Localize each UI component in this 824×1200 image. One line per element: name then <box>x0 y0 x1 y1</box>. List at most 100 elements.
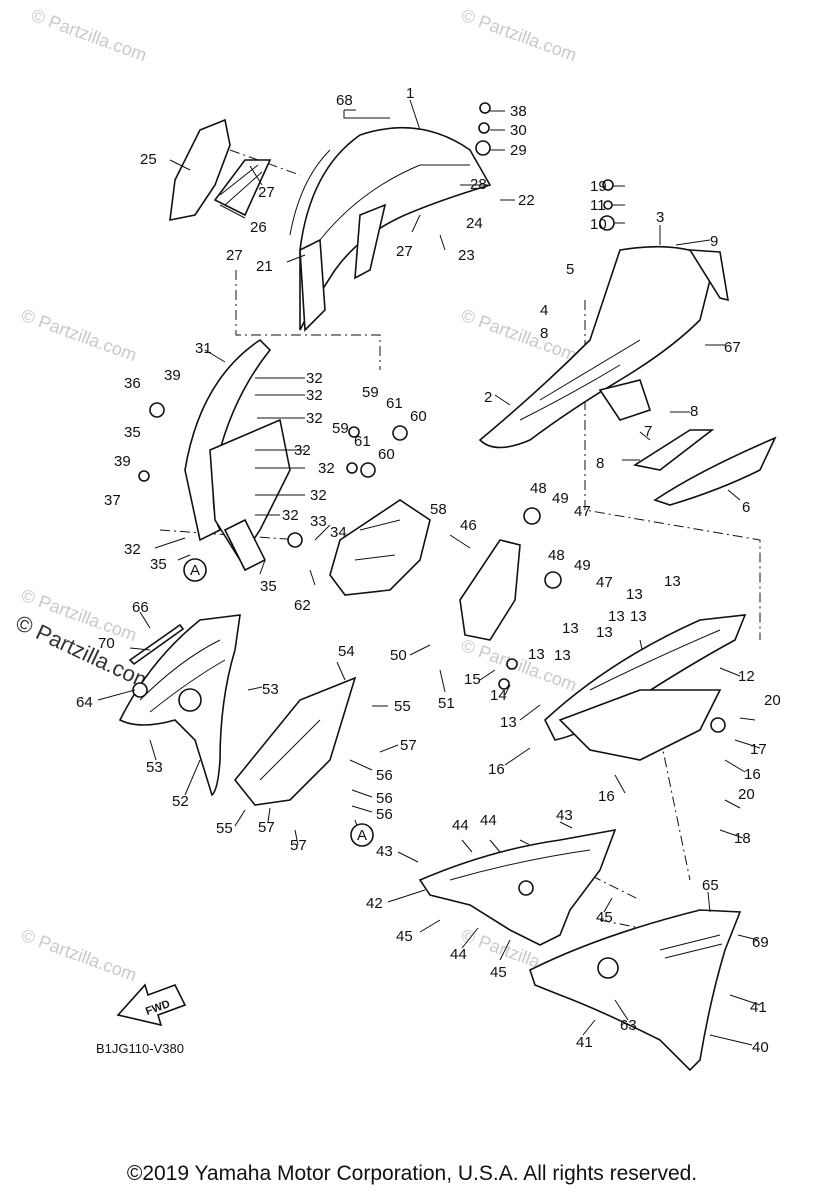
callout-47a: 47 <box>574 503 591 520</box>
callout-68: 68 <box>336 92 353 109</box>
callout-16b: 16 <box>598 788 615 805</box>
callout-47b: 47 <box>596 574 613 591</box>
callout-35c: 35 <box>260 578 277 595</box>
callout-15: 15 <box>464 671 481 688</box>
callout-29: 29 <box>510 142 527 159</box>
emblem-64 <box>132 682 148 698</box>
stay-frame <box>209 418 291 562</box>
callout-35a: 35 <box>124 424 141 441</box>
callout-41b: 41 <box>576 1034 593 1051</box>
callout-26: 26 <box>250 219 267 236</box>
callout-13b: 13 <box>500 714 517 731</box>
callout-37: 37 <box>104 492 121 509</box>
callout-40: 40 <box>752 1039 769 1056</box>
callout-20b: 20 <box>738 786 755 803</box>
cover-12-lower <box>558 689 722 761</box>
callout-45a: 45 <box>596 909 613 926</box>
callout-13a: 13 <box>528 646 545 663</box>
callout-39a: 39 <box>164 367 181 384</box>
watermark: © Partzilla.com <box>459 5 580 65</box>
callout-27a: 27 <box>258 184 275 201</box>
callout-66: 66 <box>132 599 149 616</box>
callout-44b: 44 <box>480 812 497 829</box>
panel-7 <box>632 429 715 471</box>
callout-30: 30 <box>510 122 527 139</box>
callout-8c: 8 <box>596 455 604 472</box>
callout-44c: 44 <box>450 946 467 963</box>
inner-panel-upper <box>169 118 272 222</box>
callout-25: 25 <box>140 151 157 168</box>
callout-56b: 56 <box>376 790 393 807</box>
side-panel-6 <box>632 429 777 506</box>
callout-32f: 32 <box>310 487 327 504</box>
callout-49b: 49 <box>574 557 591 574</box>
hardware <box>138 102 726 896</box>
callout-18: 18 <box>734 830 751 847</box>
callout-labels: 1 68 38 30 29 28 22 24 23 27 26 25 27 27… <box>76 85 781 1056</box>
inner-panel-25 <box>169 118 231 222</box>
callout-16a: 16 <box>488 761 505 778</box>
callout-52: 52 <box>172 793 189 810</box>
callout-34: 34 <box>330 524 347 541</box>
callout-32g: 32 <box>282 507 299 524</box>
plate-assembly <box>329 499 431 596</box>
callout-53a: 53 <box>262 681 279 698</box>
callout-60a: 60 <box>410 408 427 425</box>
callout-61b: 61 <box>354 433 371 450</box>
callout-8a: 8 <box>540 325 548 342</box>
panel-54 <box>233 676 357 806</box>
callout-43b: 43 <box>376 843 393 860</box>
callout-48b: 48 <box>548 547 565 564</box>
callout-55a: 55 <box>394 698 411 715</box>
callout-13d: 13 <box>626 586 643 603</box>
callout-46: 46 <box>460 517 477 534</box>
callout-45c: 45 <box>490 964 507 981</box>
callout-10: 10 <box>590 216 607 233</box>
callout-55b: 55 <box>216 820 233 837</box>
callout-24: 24 <box>466 215 483 232</box>
callout-32a: 32 <box>306 370 323 387</box>
callout-57a: 57 <box>400 737 417 754</box>
callout-21: 21 <box>256 258 273 275</box>
callout-22: 22 <box>518 192 535 209</box>
callout-13h: 13 <box>596 624 613 641</box>
callout-14: 14 <box>490 687 507 704</box>
callout-6: 6 <box>742 499 750 516</box>
callout-5: 5 <box>566 261 574 278</box>
callout-19: 19 <box>590 178 607 195</box>
lower-cowl-40 <box>529 909 742 1072</box>
callout-39b: 39 <box>114 453 131 470</box>
marker-circle <box>183 558 207 582</box>
callout-53b: 53 <box>146 759 163 776</box>
callout-61a: 61 <box>386 395 403 412</box>
callout-44a: 44 <box>452 817 469 834</box>
shroud-2 <box>478 245 716 449</box>
callout-27c: 27 <box>396 243 413 260</box>
callout-38: 38 <box>510 103 527 120</box>
callout-23: 23 <box>458 247 475 264</box>
callout-43a: 43 <box>556 807 573 824</box>
copyright-caption: ©2019 Yamaha Motor Corporation, U.S.A. A… <box>126 1162 698 1185</box>
front-cowl-assembly <box>289 126 492 332</box>
watermark: © Partzilla.com <box>19 305 140 365</box>
callout-59a: 59 <box>362 384 379 401</box>
callout-2: 2 <box>484 389 492 406</box>
watermark: © Partzilla.com <box>459 305 580 365</box>
callout-70: 70 <box>98 635 115 652</box>
marker-label: A <box>357 827 367 844</box>
callout-12: 12 <box>738 668 755 685</box>
marker-circle <box>350 823 374 847</box>
callout-7: 7 <box>644 423 652 440</box>
callout-17: 17 <box>750 741 767 758</box>
callout-33: 33 <box>310 513 327 530</box>
callout-59b: 59 <box>332 420 349 437</box>
callout-41a: 41 <box>750 999 767 1016</box>
callout-28: 28 <box>470 176 487 193</box>
callout-57c: 57 <box>290 837 307 854</box>
callout-64: 64 <box>76 694 93 711</box>
callout-9: 9 <box>710 233 718 250</box>
right-upper-shroud <box>478 245 729 449</box>
front-cowl <box>299 126 492 331</box>
strip-66 <box>128 623 185 666</box>
